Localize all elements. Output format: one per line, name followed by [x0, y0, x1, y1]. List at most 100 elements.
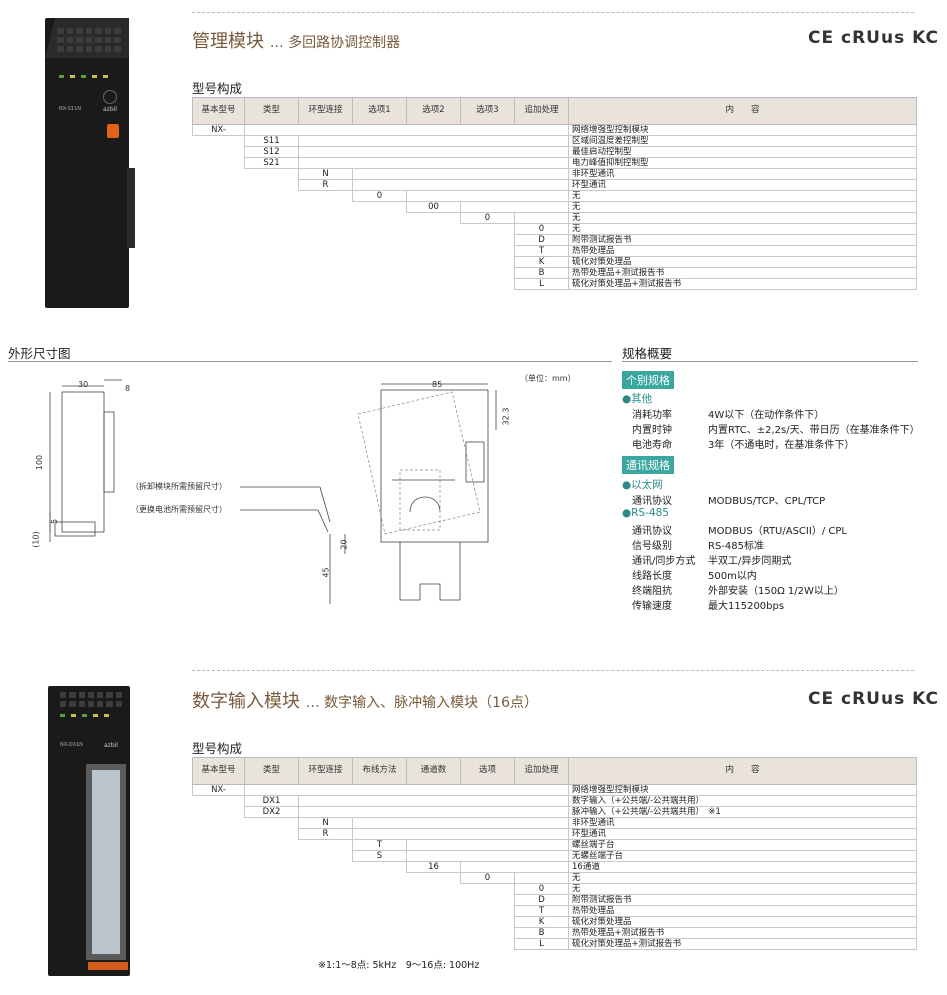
desc-cell: 硫化对策处理品 [568, 916, 917, 928]
bullet-ethernet: ●以太网 [622, 479, 663, 491]
divider-middle [192, 670, 914, 671]
code-cell: T [352, 839, 407, 851]
dim-30: 30 [78, 380, 89, 389]
dim-10: (10) [31, 531, 41, 548]
dim-85: 85 [432, 380, 443, 389]
desc-cell: 无 [568, 883, 917, 895]
code-cell: K [514, 916, 569, 928]
table-header: 内 容 [568, 97, 917, 125]
bullet-rs485: ●RS-485 [622, 507, 669, 519]
table-header: 追加处理 [514, 97, 569, 125]
desc-cell: 数字输入（+公共端/-公共端共用） [568, 795, 917, 807]
cert-marks-icon-2: CE cRUus KC [808, 689, 940, 709]
desc-cell: 非环型通讯 [568, 168, 917, 180]
device-model-label: NX-S11N [59, 106, 81, 112]
code-cell: 00 [406, 201, 461, 213]
table-header: 选项1 [352, 97, 407, 125]
spec-label: 通讯/同步方式 [632, 556, 696, 567]
desc-cell: 热带处理品 [568, 245, 917, 257]
code-cell: NX- [192, 124, 245, 136]
terminal-strip [88, 962, 128, 970]
spec-value: 3年（不通电时，在基准条件下） [708, 440, 855, 451]
code-cell: N [298, 817, 353, 829]
desc-cell: 区域间温度差控制型 [568, 135, 917, 147]
spec-label: 电池寿命 [632, 440, 672, 451]
specs-rule [622, 361, 918, 362]
code-cell: D [514, 894, 569, 906]
section1-title: 管理模块 … 多回路协调控制器 [192, 31, 401, 52]
spec-label: 信号级别 [632, 541, 672, 552]
divider-top [192, 12, 914, 13]
spec-label: 通讯协议 [632, 496, 672, 507]
table-header: 基本型号 [192, 97, 245, 125]
spec-value: 半双工/异步同期式 [708, 556, 792, 567]
table-header: 环型连接 [298, 97, 353, 125]
tag-comm-specs: 通讯规格 [622, 456, 674, 474]
table-row: NX- 网络增强型控制模块 [192, 124, 917, 136]
desc-cell: 无 [568, 212, 917, 224]
code-cell: L [514, 938, 569, 950]
spec-label: 通讯协议 [632, 526, 672, 537]
desc-cell: 脉冲输入（+公共端/-公共端共用） ※1 [568, 806, 917, 818]
code-cell: R [298, 179, 353, 191]
code-cell: R [298, 828, 353, 840]
code-cell: 0 [460, 212, 515, 224]
spec-value: MODBUS/TCP、CPL/TCP [708, 496, 826, 507]
vent-grille-2 [60, 692, 122, 707]
table-header: 追加处理 [514, 757, 569, 785]
desc-cell: 网络增强型控制模块 [568, 124, 917, 136]
code-cell: 0 [514, 223, 569, 235]
terminal-cover [86, 764, 126, 960]
code-cell: S21 [244, 157, 299, 169]
table-row: N 非环型通讯 [193, 168, 917, 180]
table-header: 选项 [460, 757, 515, 785]
spec-value: 内置RTC、±2,2s/天、带日历（在基准条件下） [708, 425, 920, 436]
code-cell: L [514, 278, 569, 290]
table-header: 类型 [244, 97, 299, 125]
device-brand-label-2: azbil [104, 742, 118, 749]
section2-title: 数字输入模块 … 数字输入、脉冲输入模块（16点） [192, 691, 538, 712]
desc-cell: 环型通讯 [568, 828, 917, 840]
bullet-other: ●其他 [622, 393, 653, 405]
vent-grille [57, 28, 121, 52]
desc-cell: 热带处理品 [568, 905, 917, 917]
dim-note-battery: （更换电池所需预留尺寸） [131, 505, 227, 514]
table-row: T 螺丝端子台 [193, 839, 917, 851]
specs-title: 规格概要 [622, 346, 673, 361]
code-cell: 16 [406, 861, 461, 873]
code-cell: N [298, 168, 353, 180]
desc-cell: 硫化对策处理品 [568, 256, 917, 268]
code-cell: S [352, 850, 407, 862]
device-photo-management: NX-S11N azbil [45, 18, 135, 308]
code-cell: S12 [244, 146, 299, 158]
desc-cell: 螺丝端子台 [568, 839, 917, 851]
cert-marks-icon: CE cRUus KC [808, 28, 940, 48]
spec-value: 500m以内 [708, 571, 757, 582]
dim-5: 5 [50, 518, 60, 525]
unit-label: （单位：mm） [520, 374, 576, 383]
code-cell: D [514, 234, 569, 246]
dim-32: 32.3 [501, 407, 511, 426]
spec-label: 终端阻抗 [632, 586, 672, 597]
spec-label: 传输速度 [632, 601, 672, 612]
table-header: 通道数 [406, 757, 461, 785]
code-cell: B [514, 927, 569, 939]
section2-model-head: 型号构成 [192, 741, 243, 756]
table-header: 布线方法 [352, 757, 407, 785]
dial-icon [103, 90, 117, 104]
spec-value: RS-485标准 [708, 541, 764, 552]
